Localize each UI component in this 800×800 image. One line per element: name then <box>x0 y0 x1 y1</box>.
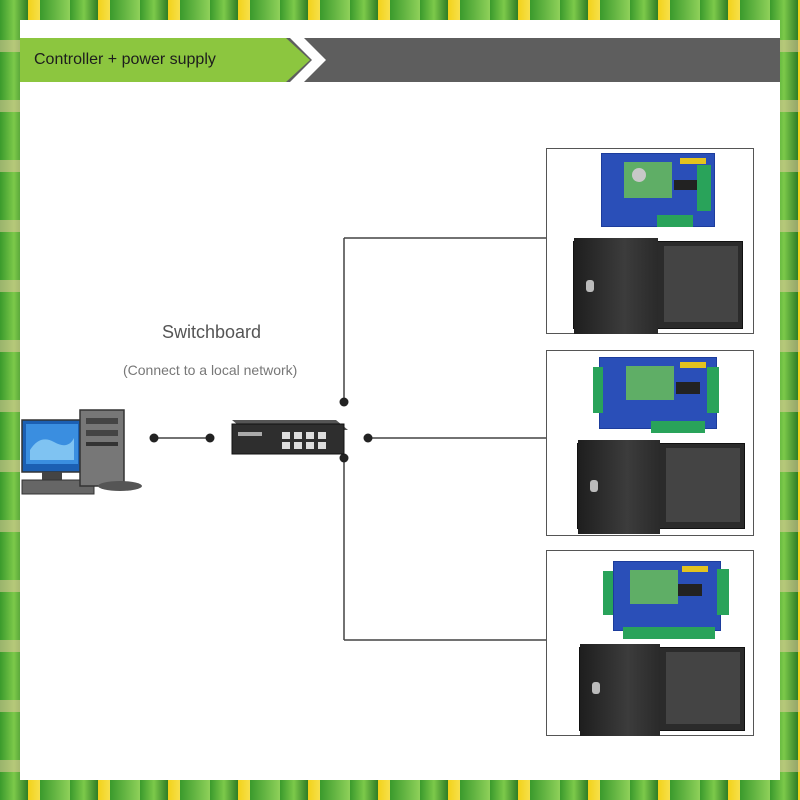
junction-dot <box>205 433 215 443</box>
lock-icon <box>592 682 600 694</box>
cabinet-interior <box>666 652 740 724</box>
controller-panel-1 <box>546 148 754 334</box>
junction-dot <box>339 397 349 407</box>
cabinet-interior <box>664 246 738 322</box>
diagram-panel: Controller + power supply Switchboard (C… <box>20 20 780 780</box>
terminal-block <box>707 367 719 413</box>
banner-title-tab <box>20 38 310 82</box>
controller-board-icon <box>599 357 717 429</box>
power-cabinet-icon <box>577 440 745 534</box>
power-cabinet-icon <box>579 644 745 736</box>
lock-icon <box>586 280 594 292</box>
power-cabinet-icon <box>573 238 743 334</box>
lock-icon <box>590 480 598 492</box>
terminal-block <box>593 367 603 413</box>
terminal-block <box>651 421 705 433</box>
terminal-block <box>717 569 729 615</box>
controller-board-icon <box>613 561 721 631</box>
terminal-block <box>697 165 711 211</box>
junction-dot <box>339 453 349 463</box>
controller-board-icon <box>601 153 715 227</box>
controller-panel-3 <box>546 550 754 736</box>
connection-lines <box>21 237 548 641</box>
controller-panel-2 <box>546 350 754 536</box>
switch-note: (Connect to a local network) <box>123 362 298 378</box>
network-switch-icon <box>231 420 348 455</box>
switch-label: Switchboard <box>162 322 262 342</box>
computer-icon <box>21 409 142 495</box>
cabinet-interior <box>666 448 740 522</box>
page-title: Controller + power supply <box>34 51 216 68</box>
junction-dot <box>363 433 373 443</box>
terminal-block <box>623 627 715 639</box>
terminal-block <box>603 571 613 615</box>
terminal-block <box>657 215 693 227</box>
junction-dot <box>149 433 159 443</box>
